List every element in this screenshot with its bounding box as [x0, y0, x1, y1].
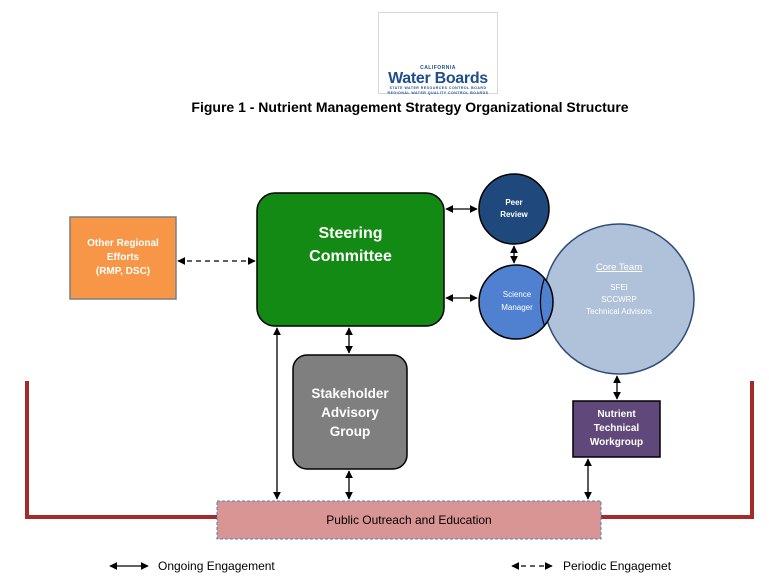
other-regional-line3: (RMP, DSC): [95, 266, 151, 277]
public-outreach-text: Public Outreach and Education: [326, 513, 492, 527]
stakeholder-box: [292, 354, 408, 470]
science-manager-label: Science Manager: [486, 284, 548, 318]
public-outreach-label: Public Outreach and Education: [217, 501, 601, 539]
nutrient-technical-box: [572, 400, 661, 458]
steering-line1: Steering: [318, 225, 383, 242]
steering-committee-label: Steering Committee: [257, 222, 444, 282]
peer-review-line1: Peer: [505, 198, 523, 207]
logo-sub2: REGIONAL WATER QUALITY CONTROL BOARDS: [387, 91, 489, 95]
science-manager-circle: [478, 264, 554, 340]
nutrient-line3: Workgroup: [589, 437, 644, 448]
stakeholder-line2: Advisory: [321, 404, 379, 420]
other-regional-box: [69, 216, 177, 300]
right-bracket: [601, 381, 754, 519]
steering-committee-box: [256, 192, 445, 327]
nutrient-line2: Technical: [593, 423, 640, 434]
left-bracket: [25, 381, 217, 519]
core-team-line3: Technical Advisors: [586, 307, 652, 316]
science-manager-line2: Manager: [501, 303, 533, 312]
peer-review-line2: Review: [500, 210, 528, 219]
legend-periodic-label: Periodic Engagemet: [563, 559, 672, 573]
core-team-title: Core Team: [595, 262, 643, 273]
core-team-line1: SFEI: [610, 283, 628, 292]
core-team-label: Core Team SFEI SCCWRP Technical Advisors: [565, 262, 673, 334]
water-boards-logo: CALIFORNIA Water Boards STATE WATER RESO…: [378, 12, 498, 95]
core-team-line2: SCCWRP: [601, 295, 637, 304]
logo-sub1: STATE WATER RESOURCES CONTROL BOARD: [389, 86, 487, 90]
logo-name: Water Boards: [388, 70, 488, 87]
nutrient-technical-label: Nutrient Technical Workgroup: [573, 401, 660, 457]
public-outreach-box: [216, 500, 602, 540]
peer-review-circle: [478, 173, 550, 245]
nutrient-line1: Nutrient: [597, 409, 636, 420]
other-regional-label: Other Regional Efforts (RMP, DSC): [70, 217, 176, 299]
stakeholder-line3: Group: [329, 423, 371, 439]
logo-top-text: CALIFORNIA: [420, 65, 456, 71]
figure-title: Figure 1 - Nutrient Management Strategy …: [191, 99, 629, 115]
other-regional-line2: Efforts: [106, 252, 140, 263]
stakeholder-line1: Stakeholder: [311, 385, 389, 401]
other-regional-line1: Other Regional: [87, 238, 159, 249]
science-manager-line1: Science: [502, 290, 532, 299]
peer-review-label: Peer Review: [479, 194, 549, 224]
stakeholder-label: Stakeholder Advisory Group: [293, 355, 407, 469]
legend-ongoing-label: Ongoing Engagement: [158, 559, 275, 573]
steering-line2: Committee: [309, 248, 392, 265]
